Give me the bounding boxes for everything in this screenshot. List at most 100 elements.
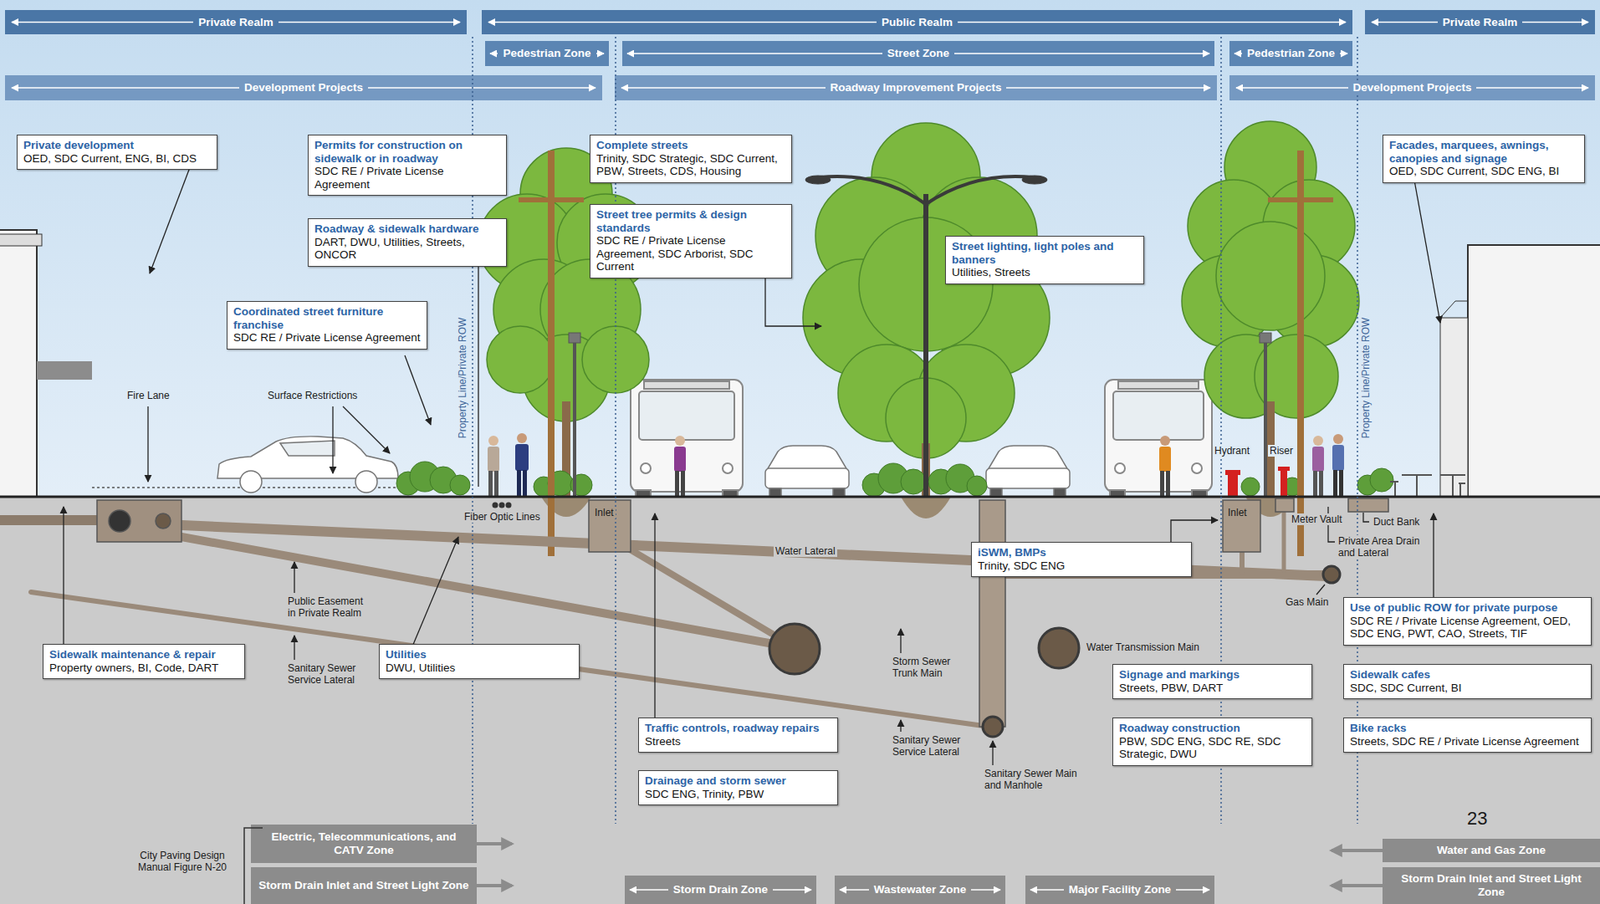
utility-pole (518, 197, 584, 203)
zone-label: Electric, Telecommunications, and CATV Z… (250, 830, 477, 857)
utility-pipe (623, 545, 778, 638)
pedestrian (1159, 435, 1171, 497)
shrubs (449, 475, 471, 496)
fiber-optic-dots (492, 502, 512, 509)
pedestrian (1333, 434, 1344, 445)
zone-band: Development Projects (5, 75, 603, 101)
zone-band-shape (1382, 867, 1600, 904)
car (833, 488, 845, 496)
part-label: Fire Lane (125, 389, 172, 402)
callout-box: Coordinated street furniture franchiseSD… (226, 301, 428, 350)
callout-box: Bike racksStreets, SDC RE / Private Lice… (1343, 717, 1592, 753)
callout-body: Property owners, BI, Code, DART (49, 661, 239, 675)
car (1053, 488, 1066, 496)
street-light (819, 176, 926, 205)
vault-inlet (97, 498, 1389, 727)
part-label: Sanitary Sewer Main and Manhole (982, 767, 1083, 793)
leader-line (293, 562, 295, 593)
callout-body: PBW, SDC ENG, SDC RE, SDC Strategic, DWU (1119, 735, 1306, 762)
street-light (1259, 332, 1272, 343)
callout-heading: Bike racks (1349, 721, 1585, 736)
fiber-optic-dots (506, 502, 512, 509)
leader-line (147, 406, 149, 482)
sky-ground (0, 0, 1600, 497)
bus (722, 463, 733, 474)
part-label: Sanitary Sewer Service Lateral (890, 734, 974, 759)
leader-line (654, 513, 655, 728)
pedestrian (494, 470, 499, 497)
utility-pipe (0, 515, 98, 526)
callout-heading: Permits for construction on sidewalk or … (314, 138, 501, 165)
hydrant-riser (1227, 473, 1238, 497)
utility-pipe (0, 511, 1327, 727)
street-tree (486, 326, 554, 394)
utility-pole (1267, 197, 1334, 203)
callout-heading: Street lighting, light poles and banners (951, 240, 1138, 266)
part-label: Hydrant (1212, 444, 1252, 457)
leader-line (293, 635, 295, 660)
pedestrian (1160, 435, 1171, 446)
pedestrian (516, 470, 522, 497)
zone-band-shape (5, 75, 603, 101)
pedestrian (674, 435, 686, 497)
pedestrian (488, 435, 499, 446)
utility-pipe (1239, 552, 1245, 573)
callout-box: Complete streetsTrinity, SDC Strategic, … (589, 134, 793, 184)
leader-line (1316, 584, 1325, 595)
zone-band: Street Zone (622, 40, 1215, 67)
callout-body: SDC RE / Private License Agreement (233, 331, 421, 345)
part-label: Fiber Optic Lines (462, 511, 542, 523)
leader-line (1363, 512, 1370, 522)
zone-band: Storm Drain Inlet and Street Light Zone (250, 867, 477, 904)
zone-pointer-arrow (476, 843, 1383, 886)
callout-body: DWU, Utilities (385, 661, 573, 675)
callout-box: Roadway & sidewalk hardwareDART, DWU, Ut… (307, 218, 507, 267)
callout-body: Trinity, SDC Strategic, SDC Current, PBW… (596, 152, 786, 179)
vault-inlet (108, 510, 131, 532)
callout-heading: Street tree permits & design standards (596, 208, 786, 235)
fiber-optic-dots (499, 502, 506, 509)
zone-band-shape (1382, 838, 1600, 863)
vault-inlet (1348, 498, 1389, 512)
pedestrian (1313, 470, 1318, 497)
zone-band-shape (614, 75, 1217, 101)
callout-body: DART, DWU, Utilities, Streets, ONCOR (314, 235, 501, 262)
zone-band-shape (485, 40, 609, 67)
pedestrian (1333, 470, 1338, 497)
leader-line (1413, 175, 1441, 323)
zone-band-shape (1229, 40, 1353, 67)
cafe-table (1440, 475, 1466, 497)
pedestrian (522, 470, 527, 497)
leader-line (342, 406, 390, 454)
zone-band-shape (250, 867, 477, 904)
part-label: Inlet (1226, 506, 1249, 519)
street-light (572, 342, 577, 497)
part-label: Surface Restrictions (265, 389, 359, 402)
buildings (1467, 245, 1600, 497)
callout-box: Signage and markingsStreets, PBW, DART (1112, 664, 1313, 700)
hydrant-riser (1225, 466, 1290, 497)
pedestrian (487, 446, 500, 472)
main-pipe (769, 566, 1340, 737)
callout-body: SDC RE / Private License Agreement, SDC … (596, 234, 786, 274)
cafe-table (1390, 475, 1466, 497)
pedestrian (488, 470, 493, 497)
leader-line (332, 406, 333, 474)
zone-label: Public Realm (876, 15, 958, 30)
callout-box: Sidewalk maintenance & repairProperty ow… (42, 644, 246, 680)
part-label: Gas Main (1283, 596, 1330, 609)
shrubs (396, 461, 1394, 497)
zone-band: Electric, Telecommunications, and CATV Z… (250, 824, 477, 864)
part-label: Water Lateral (773, 545, 838, 558)
bus (1114, 463, 1125, 474)
zone-band-shape (1229, 75, 1595, 101)
shrubs (966, 475, 987, 496)
street-tree (1216, 221, 1325, 331)
zone-label: Street Zone (882, 46, 955, 61)
zone-band: Major Facility Zone (1025, 875, 1215, 904)
buildings (0, 230, 1600, 497)
callout-box: Private developmentOED, SDC Current, ENG… (16, 134, 218, 170)
buildings (1440, 317, 1468, 497)
